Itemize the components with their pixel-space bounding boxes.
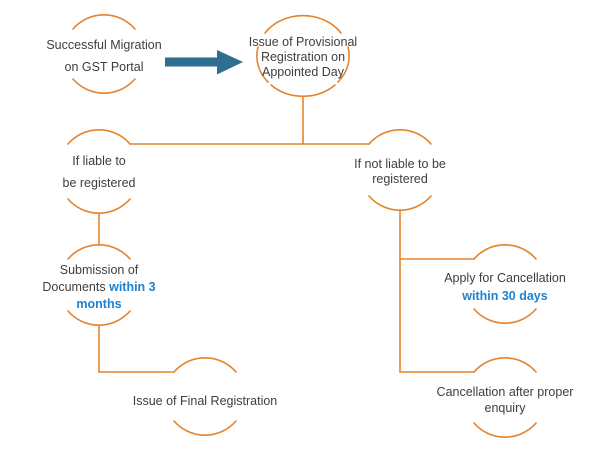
node-text-line: Successful Migration: [46, 38, 162, 52]
liable-top-arc: [67, 129, 131, 145]
final-bottom-arc: [173, 420, 237, 436]
node-text-dark: Submission of Documents: [42, 263, 139, 294]
node-successful-migration: Successful Migration on GST Portal: [34, 34, 174, 78]
node-text-dark: Apply for Cancellation: [444, 271, 566, 285]
node-if-not-liable: If not liable to be registered: [330, 157, 470, 187]
node-apply-cancellation: Apply for Cancellation within 30 days: [425, 269, 585, 305]
cancellation-enquiry-bottom-arc: [473, 422, 537, 438]
node-provisional-registration: Issue of Provisional Registration on App…: [233, 35, 373, 80]
node-text-line: be registered: [62, 176, 136, 190]
node-cancellation-enquiry: Cancellation after proper enquiry: [420, 384, 590, 416]
submission-bottom-arc: [67, 310, 131, 326]
not-liable-trunk-line: [399, 209, 475, 373]
node-text-line: If not liable to be: [354, 157, 446, 171]
liable-bottom-arc: [67, 198, 131, 214]
node-text-line: If liable to: [72, 154, 126, 168]
node-text-duration: within 3 months: [76, 280, 156, 311]
node-if-liable: If liable to be registered: [39, 150, 159, 194]
node-final-registration: Issue of Final Registration: [120, 393, 290, 409]
node-text-line: Registration on: [260, 50, 346, 64]
node-text-line: registered: [372, 172, 428, 186]
provisional-bottom-arc: [270, 84, 336, 97]
final-top-arc: [173, 357, 237, 373]
apply-cancellation-bottom-arc: [473, 308, 537, 324]
submission-top-arc: [67, 244, 131, 260]
provisional-right-arc: [337, 46, 350, 83]
provisional-top-arc: [264, 14, 342, 34]
not-liable-bottom-arc: [368, 195, 432, 211]
migration-top-arc: [72, 14, 136, 30]
node-text-line: Issue of Final Registration: [132, 394, 278, 408]
cancellation-enquiry-top-arc: [473, 357, 537, 373]
not-liable-top-arc: [368, 129, 432, 145]
migration-bottom-arc: [72, 78, 136, 94]
node-text-line: Issue of Provisional: [248, 35, 358, 49]
node-text-line: Appointed Day: [261, 65, 344, 79]
node-text-line: Cancellation after proper: [436, 385, 574, 399]
node-submission-documents: Submission of Documents within 3 months: [36, 262, 162, 313]
node-text-line: on GST Portal: [64, 60, 144, 74]
provisional-left-arc: [256, 46, 269, 83]
flow-arrow-icon: [165, 50, 243, 75]
apply-cancellation-top-arc: [473, 244, 537, 260]
node-text-line: enquiry: [484, 401, 526, 415]
node-text-duration: within 30 days: [462, 289, 548, 303]
submission-elbow-line: [98, 324, 175, 373]
